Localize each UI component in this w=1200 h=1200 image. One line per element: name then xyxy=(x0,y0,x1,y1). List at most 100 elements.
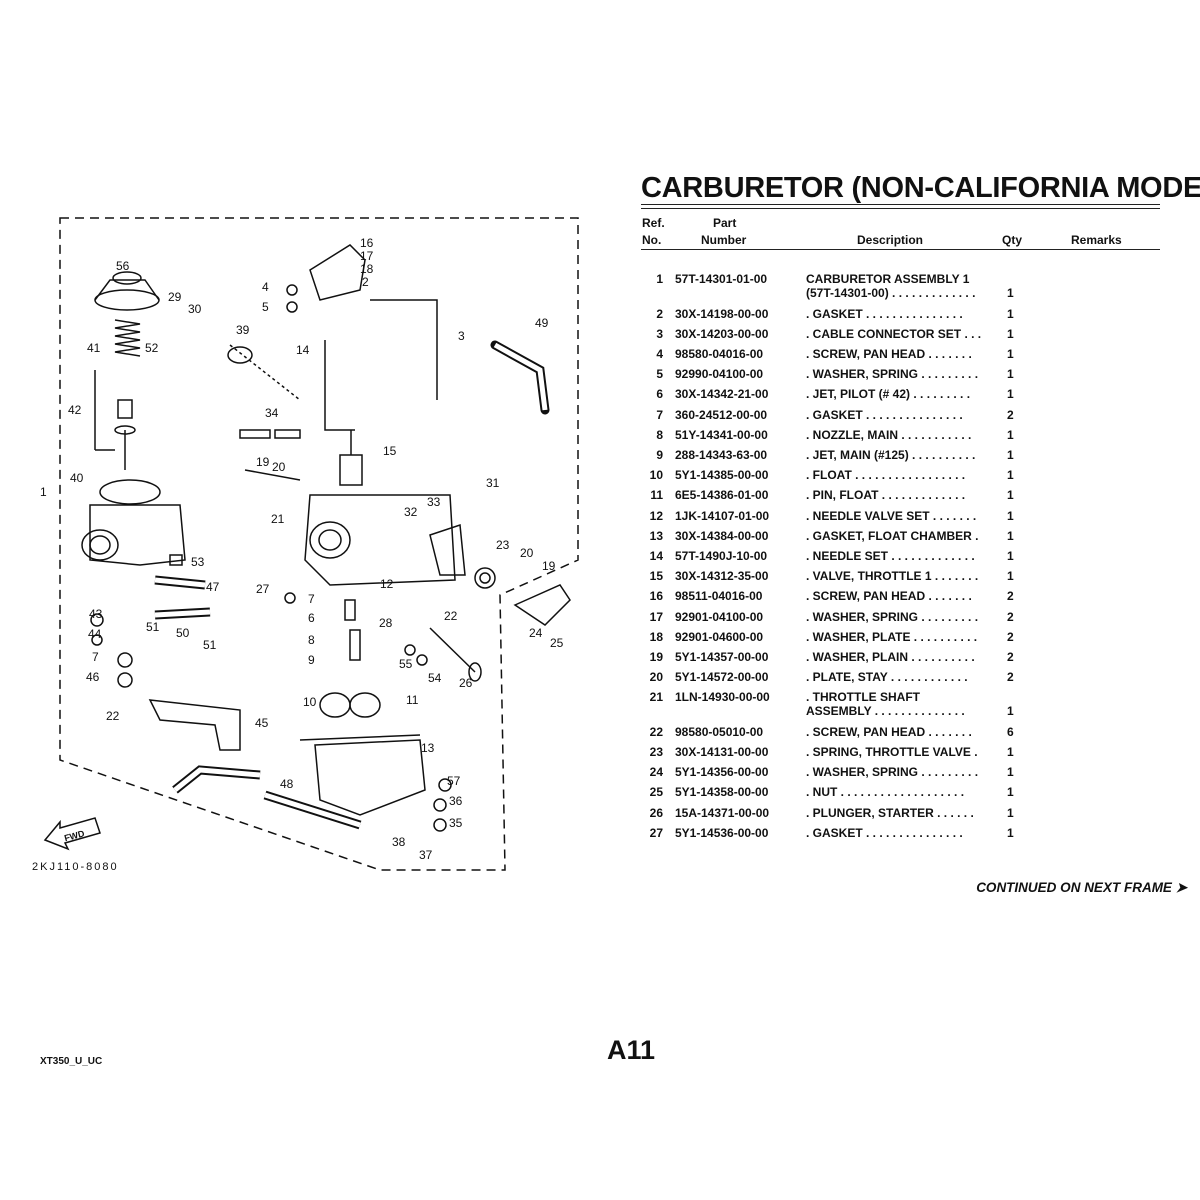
callout-number: 42 xyxy=(68,403,82,417)
part-number: 5Y1-14385-00-00 xyxy=(675,468,769,483)
callout-number: 28 xyxy=(379,616,393,630)
callout-number: 57 xyxy=(447,774,461,788)
quantity: 1 xyxy=(1007,569,1014,584)
table-row: 13 30X-14384-00-00 . GASKET, FLOAT CHAMB… xyxy=(0,529,1200,549)
table-row: 18 92901-04600-00 . WASHER, PLATE . . . … xyxy=(0,630,1200,650)
part-number: 30X-14312-35-00 xyxy=(675,569,769,584)
callout-number: 50 xyxy=(176,626,190,640)
table-row: 12 1JK-14107-01-00 . NEEDLE VALVE SET . … xyxy=(0,509,1200,529)
title-rule xyxy=(641,208,1160,209)
table-row: 22 98580-05010-00 . SCREW, PAN HEAD . . … xyxy=(0,725,1200,745)
part-number: 57T-14301-01-00 xyxy=(675,272,768,286)
ref-no: 6 xyxy=(656,387,663,402)
callout-number: 7 xyxy=(308,592,315,606)
part-number: 30X-14342-21-00 xyxy=(675,387,769,402)
part-number: 98511-04016-00 xyxy=(675,589,763,604)
table-row: 24 5Y1-14356-00-00 . WASHER, SPRING . . … xyxy=(0,765,1200,785)
page-number: A11 xyxy=(607,1035,656,1065)
callout-number: 32 xyxy=(404,505,418,519)
callout-number: 41 xyxy=(87,341,101,355)
description: . CABLE CONNECTOR SET . . . xyxy=(806,326,982,341)
callout-number: 38 xyxy=(392,835,406,849)
ref-no: 5 xyxy=(656,367,663,382)
quantity: 2 xyxy=(1007,629,1014,644)
callout-number: 18 xyxy=(360,262,374,276)
callout-number: 14 xyxy=(296,343,310,357)
quantity: 2 xyxy=(1007,609,1014,624)
ref-no: 23 xyxy=(649,745,663,759)
callout-number: 49 xyxy=(535,316,549,330)
part-number: 6E5-14386-01-00 xyxy=(675,488,769,503)
callout-number: 30 xyxy=(188,302,202,316)
header-qty: Qty xyxy=(1002,233,1023,247)
part-number: 5Y1-14536-00-00 xyxy=(675,825,769,840)
quantity: 2 xyxy=(1007,589,1014,604)
part-number: 92901-04100-00 xyxy=(675,609,764,624)
quantity: 1 xyxy=(1007,704,1014,719)
description: . WASHER, SPRING . . . . . . . . . xyxy=(806,609,979,624)
table-row: 3 30X-14203-00-00 . CABLE CONNECTOR SET … xyxy=(0,327,1200,347)
part-number: 98580-05010-00 xyxy=(675,724,764,739)
ref-no: 15 xyxy=(649,569,663,584)
callout-number: 51 xyxy=(146,620,160,634)
callout-number: 51 xyxy=(203,638,217,652)
quantity: 2 xyxy=(1007,407,1014,422)
quantity: 1 xyxy=(1007,306,1014,321)
ref-no: 25 xyxy=(649,785,663,800)
ref-no: 13 xyxy=(649,528,663,543)
quantity: 2 xyxy=(1007,649,1014,664)
callout-number: 13 xyxy=(421,741,435,755)
part-number: 30X-14203-00-00 xyxy=(675,326,769,341)
callout-number: 21 xyxy=(271,512,285,526)
part-number: 57T-1490J-10-00 xyxy=(675,548,768,563)
callout-number: 19 xyxy=(542,559,556,573)
quantity: 1 xyxy=(1007,367,1014,382)
description: . GASKET . . . . . . . . . . . . . . . xyxy=(806,825,963,840)
header-remarks: Remarks xyxy=(1071,233,1122,247)
ref-no: 26 xyxy=(649,805,663,820)
callout-number: 46 xyxy=(86,670,100,684)
description: . SPRING, THROTTLE VALVE . xyxy=(806,745,978,759)
title-rule xyxy=(641,204,1160,205)
table-row: 10 5Y1-14385-00-00 . FLOAT . . . . . . .… xyxy=(0,468,1200,488)
part-number: 5Y1-14358-00-00 xyxy=(675,785,769,800)
callout-number: 11 xyxy=(406,693,419,707)
callout-number: 37 xyxy=(419,848,433,862)
table-row: 9 288-14343-63-00 . JET, MAIN (#125) . .… xyxy=(0,448,1200,468)
callout-number: 16 xyxy=(360,236,374,250)
table-row: 26 15A-14371-00-00 . PLUNGER, STARTER . … xyxy=(0,806,1200,826)
table-row: 11 6E5-14386-01-00 . PIN, FLOAT . . . . … xyxy=(0,488,1200,508)
callout-number: 5 xyxy=(262,300,269,314)
description-cont: (57T-14301-00) . . . . . . . . . . . . . xyxy=(806,286,976,300)
callout-number: 29 xyxy=(168,290,182,304)
description: . NEEDLE SET . . . . . . . . . . . . . xyxy=(806,548,975,563)
callout-number: 10 xyxy=(303,695,317,709)
ref-no: 9 xyxy=(656,447,663,462)
table-row: 19 5Y1-14357-00-00 . WASHER, PLAIN . . .… xyxy=(0,650,1200,670)
page-title: CARBURETOR (NON-CALIFORNIA MODEL) xyxy=(641,172,1200,204)
callout-number: 22 xyxy=(106,709,120,723)
quantity: 1 xyxy=(1007,805,1014,820)
callout-number: 1 xyxy=(40,485,47,499)
description: . WASHER, PLAIN . . . . . . . . . . xyxy=(806,649,975,664)
quantity: 1 xyxy=(1007,286,1014,300)
part-number: 5Y1-14572-00-00 xyxy=(675,670,769,685)
part-number: 30X-14131-00-00 xyxy=(675,745,769,759)
description: . NUT . . . . . . . . . . . . . . . . . … xyxy=(806,785,965,800)
callout-number: 43 xyxy=(89,607,103,621)
header-description: Description xyxy=(857,233,924,247)
description: . PIN, FLOAT . . . . . . . . . . . . . xyxy=(806,488,966,503)
callout-number: 44 xyxy=(88,627,102,641)
ref-no: 20 xyxy=(649,670,663,685)
table-row: 2 30X-14198-00-00 . GASKET . . . . . . .… xyxy=(0,307,1200,327)
table-row: 20 5Y1-14572-00-00 . PLATE, STAY . . . .… xyxy=(0,670,1200,690)
callout-number: 31 xyxy=(486,476,500,490)
quantity: 1 xyxy=(1007,508,1014,523)
description: . THROTTLE SHAFT xyxy=(806,690,920,705)
callout-number: 36 xyxy=(449,794,463,808)
ref-no: 4 xyxy=(656,346,663,361)
quantity: 1 xyxy=(1007,447,1014,462)
part-number: 92990-04100-00 xyxy=(675,367,764,382)
ref-no: 7 xyxy=(656,407,663,422)
table-row: 7 360-24512-00-00 . GASKET . . . . . . .… xyxy=(0,408,1200,428)
